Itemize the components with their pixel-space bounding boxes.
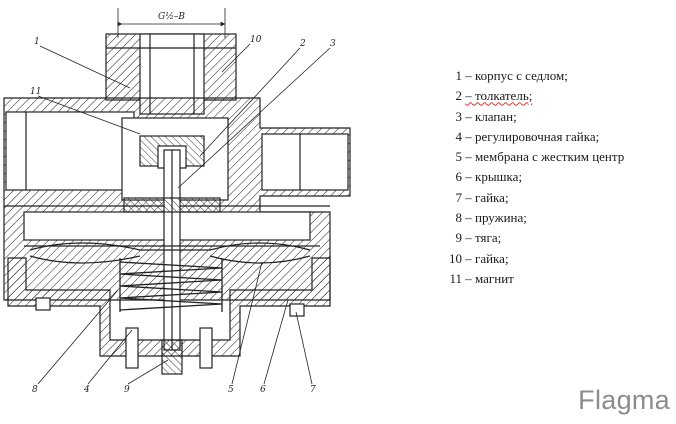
membrane (24, 242, 320, 264)
callout-9: 9 (124, 385, 130, 395)
leader-lines (37, 43, 331, 385)
legend-item: 2 – толкатель; (455, 88, 533, 104)
callout-5: 5 (228, 385, 234, 395)
watermark-text: Flagma (578, 385, 670, 415)
legend-item: 7 – гайка; (455, 189, 509, 205)
callout-3: 3 (330, 39, 336, 49)
dimension-label: G½–B (158, 11, 185, 22)
callout-11: 11 (30, 87, 41, 97)
callout-8: 8 (32, 385, 38, 395)
callout-10: 10 (250, 35, 262, 45)
callout-6: 6 (260, 385, 266, 395)
callout-1: 1 (34, 37, 40, 47)
inlet-fitting (105, 33, 237, 115)
callout-7: 7 (310, 385, 316, 395)
lower-cover (7, 257, 331, 375)
legend-item: 1 – корпус с седлом; (455, 68, 568, 83)
legend-item: 3 – клапан; (455, 108, 517, 124)
legend-item: 9 – тяга; (455, 230, 502, 246)
callout-2: 2 (299, 39, 306, 49)
spring (119, 258, 223, 312)
dimension-line: G½–B (117, 8, 226, 38)
legend-item: 11 – магнит (449, 270, 514, 286)
legend-item: 8 – пружина; (455, 210, 527, 226)
legend-item: 5 – мембрана с жестким центр (455, 149, 625, 165)
legend-item: 6 – крышка; (455, 169, 523, 185)
callout-4: 4 (83, 385, 90, 395)
legend-item: 10 – гайка; (449, 250, 509, 266)
callout-labels: 1 10 11 2 3 8 4 9 5 6 7 (30, 35, 336, 395)
parts-legend: 1 – корпус с седлом; 2 – толкатель; 3 – … (448, 66, 676, 289)
legend-item: 4 – регулировочная гайка; (455, 128, 600, 144)
